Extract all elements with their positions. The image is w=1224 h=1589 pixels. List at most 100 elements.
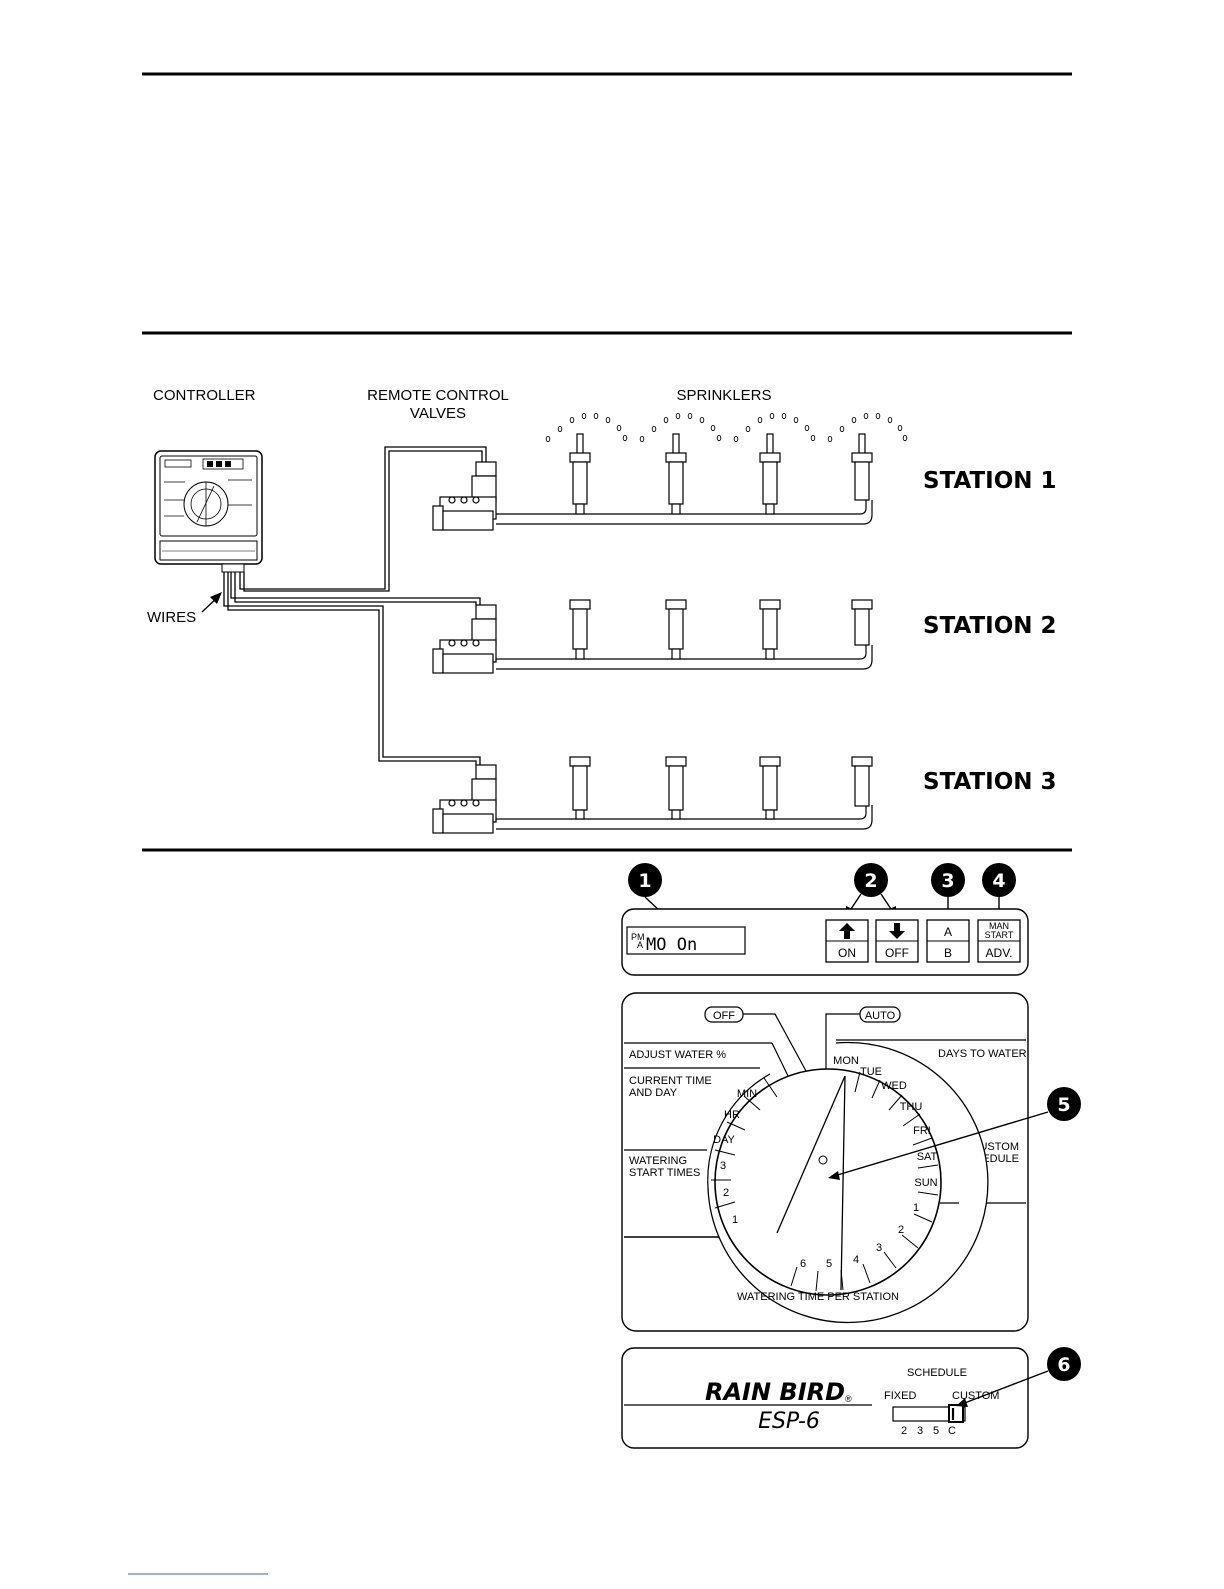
watering-time-label: WATERING TIME PER STATION (737, 1291, 899, 1303)
on-button-label: ON (838, 946, 856, 960)
dial-segment-wed: WED (881, 1080, 907, 1092)
pipe (496, 805, 873, 830)
controller-unit (154, 450, 263, 573)
station-2-assembly: STATION 2 (432, 599, 1057, 674)
pipe (496, 500, 873, 525)
dial-segment-hr: HR (724, 1109, 740, 1121)
fixed-label: FIXED (884, 1390, 916, 1402)
sprinkler-heads (569, 756, 873, 820)
program-b-label: B (944, 946, 952, 960)
wire-bundle (223, 446, 487, 765)
adjust-water-divider-slant (771, 1042, 791, 1081)
callout-6 (1047, 1347, 1081, 1381)
dial-segment-station-4: 4 (853, 1254, 859, 1266)
down-arrow-icon (889, 923, 905, 939)
schedule-scale-5: 5 (933, 1425, 939, 1437)
start-label: START (985, 930, 1014, 940)
dial-segment-min: MIN (737, 1088, 757, 1100)
dial-segment-fri: FRI (913, 1125, 931, 1137)
lcd-display (626, 926, 746, 955)
callout-5-arrowhead (828, 1171, 840, 1180)
dial-segment-mon: MON (833, 1055, 859, 1067)
current-time-label-line1: CURRENT TIME (629, 1075, 712, 1087)
dial-segment-start-3: 3 (720, 1160, 726, 1172)
dial-pointer (776, 1075, 846, 1234)
valves-label-line1: REMOTE CONTROL (367, 387, 509, 404)
callout-2 (854, 863, 888, 897)
on-button[interactable]: ON (825, 919, 869, 963)
lcd-pm-indicator: PM (631, 932, 645, 942)
dial-segment-thu: THU (900, 1101, 923, 1113)
callout-2-number: 2 (864, 870, 877, 892)
front-panel (621, 1347, 1029, 1449)
pipe (496, 645, 873, 670)
lcd-am-indicator: A (637, 940, 643, 950)
brand-logo: RAIN BIRD (705, 1378, 845, 1406)
schedule-scale-2: 2 (901, 1425, 907, 1437)
man-label: MAN (989, 921, 1009, 931)
dial-segment-tue: TUE (860, 1066, 882, 1078)
schedule-label: SCHEDULE (907, 1367, 967, 1379)
callout-3 (931, 863, 965, 897)
schedule-scale-c: C (948, 1425, 956, 1437)
dial-segment-start-1: 1 (732, 1214, 738, 1226)
station-3-label: STATION 3 (923, 769, 1057, 795)
callout-6-leader (961, 1370, 1049, 1405)
station-2-label: STATION 2 (923, 613, 1057, 639)
callout-1-number: 1 (638, 870, 651, 892)
callout-1 (628, 863, 662, 897)
schedule-switch[interactable] (892, 1404, 966, 1423)
callout-4 (982, 863, 1016, 897)
callout-5-leader (833, 1111, 1049, 1177)
registered-mark: ® (845, 1394, 852, 1404)
auto-position-label: AUTO (865, 1010, 896, 1022)
callout-4-number: 4 (992, 870, 1005, 892)
off-leader (743, 1013, 813, 1083)
watering-start-label-line1: WATERING (629, 1155, 687, 1167)
valve (432, 604, 497, 674)
dial-segment-sun: SUN (914, 1177, 937, 1189)
dial-segment-station-1: 1 (913, 1202, 919, 1214)
dial-pointer-edge (840, 1075, 846, 1291)
watering-start-label-line2: START TIMES (629, 1167, 700, 1179)
controller-label: CONTROLLER (153, 387, 256, 404)
custom-label: CUSTOM (952, 1390, 999, 1402)
callout-3-number: 3 (941, 870, 954, 892)
program-a-label: A (944, 925, 952, 939)
manual-start-advance-button[interactable]: MAN START ADV. (977, 919, 1021, 963)
dial-segment-sat: SAT (917, 1151, 938, 1163)
callout-6-number: 6 (1057, 1354, 1070, 1376)
off-button[interactable]: OFF (875, 919, 919, 963)
lcd-readout: MO On (646, 935, 697, 955)
off-button-label: OFF (885, 946, 909, 960)
callout-6-arrowhead (956, 1398, 968, 1407)
station-3-assembly: STATION 3 (432, 756, 1057, 834)
days-to-water-label: DAYS TO WATER (938, 1048, 1027, 1060)
sprinkler-spray (545, 412, 908, 443)
adv-label: ADV. (986, 946, 1013, 960)
dial-segment-day: DAY (713, 1134, 735, 1146)
station-1-label: STATION 1 (923, 468, 1057, 494)
rotary-dial[interactable] (707, 1041, 989, 1324)
sprinkler-heads (569, 433, 873, 515)
program-ab-button[interactable]: A B (926, 919, 970, 963)
dial-segment-station-2: 2 (898, 1224, 904, 1236)
callout-5-number: 5 (1057, 1094, 1070, 1116)
sprinklers-label: SPRINKLERS (676, 387, 771, 404)
sprinkler-heads (569, 599, 873, 660)
dial-center-mark (818, 1155, 828, 1165)
dial-segment-station-6: 6 (800, 1258, 806, 1270)
dial-segment-start-2: 2 (723, 1187, 729, 1199)
valve (432, 461, 497, 531)
dial-segment-station-5: 5 (826, 1258, 832, 1270)
wires-label: WIRES (147, 609, 196, 626)
up-arrow-icon (839, 923, 855, 939)
off-position-label: OFF (713, 1010, 735, 1022)
schedule-scale-3: 3 (917, 1425, 923, 1437)
dial-segment-station-3: 3 (876, 1242, 882, 1254)
valve (432, 764, 497, 834)
wires-arrow-head (210, 592, 222, 604)
valves-label-line2: VALVES (410, 405, 466, 422)
